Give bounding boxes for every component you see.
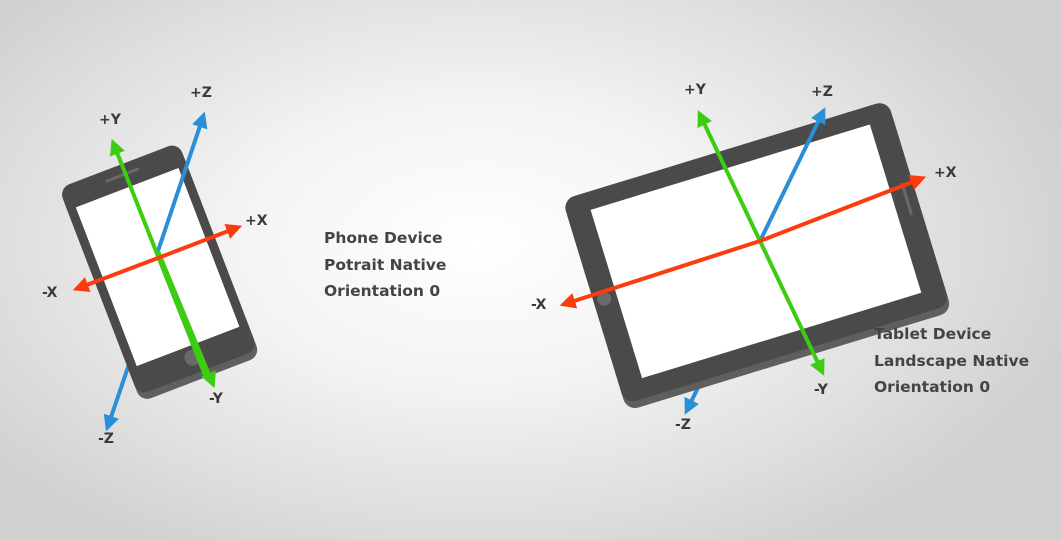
phone-screen	[75, 168, 240, 367]
tablet-caption: Tablet Device Landscape Native Orientati…	[874, 321, 1029, 401]
tablet-caption-line-1: Tablet Device	[874, 325, 992, 343]
tablet-minus-y-axis	[758, 240, 825, 376]
tablet-minus-y-label: -Y	[814, 382, 829, 398]
tablet-caption-line-2: Landscape Native	[874, 351, 1030, 370]
phone-speaker-slot	[105, 167, 140, 183]
tablet-minus-x-label: -X	[531, 297, 547, 313]
phone-minus-z-label: -Z	[98, 431, 114, 447]
phone-plus-x-axis	[157, 223, 243, 260]
phone-caption-line-1: Phone Device	[324, 229, 443, 247]
tablet-plus-y-label: +Y	[684, 82, 707, 98]
tablet-plus-z-label: +Z	[811, 84, 833, 100]
phone-plus-y-label: +Y	[99, 112, 122, 128]
phone-minus-y-axis	[156, 250, 216, 389]
tablet-plus-z-axis	[758, 107, 826, 242]
phone-diagram: +Z +Y +X -X -Y -Z	[42, 85, 268, 447]
tablet-plus-x-axis	[759, 174, 927, 243]
tablet-screen	[590, 124, 922, 379]
phone-plus-x-label: +X	[245, 213, 268, 229]
tablet-diagram: +Y +Z +X -X -Y -Z	[531, 82, 957, 433]
tablet-minus-x-axis	[559, 239, 761, 309]
tablet-minus-z-label: -Z	[675, 417, 691, 433]
phone-y-axis	[110, 138, 207, 376]
tablet-plus-y-axis	[697, 110, 762, 242]
phone-minus-y-label: -Y	[209, 391, 224, 407]
phone-caption-line-3: Orientation 0	[324, 282, 441, 300]
phone-plus-z-label: +Z	[190, 85, 212, 101]
tablet-home-button	[597, 291, 612, 306]
phone-plus-z-axis	[156, 111, 208, 252]
phone-device	[62, 145, 258, 399]
tablet-plus-x-label: +X	[934, 165, 957, 181]
tablet-caption-line-3: Orientation 0	[874, 378, 991, 396]
phone-caption: Phone Device Potrait Native Orientation …	[324, 225, 446, 305]
phone-minus-x-axis	[72, 256, 159, 293]
phone-caption-line-2: Potrait Native	[324, 255, 447, 274]
phone-minus-x-label: -X	[42, 285, 58, 301]
tablet-device	[565, 103, 950, 408]
tablet-speaker-slot	[900, 182, 913, 216]
